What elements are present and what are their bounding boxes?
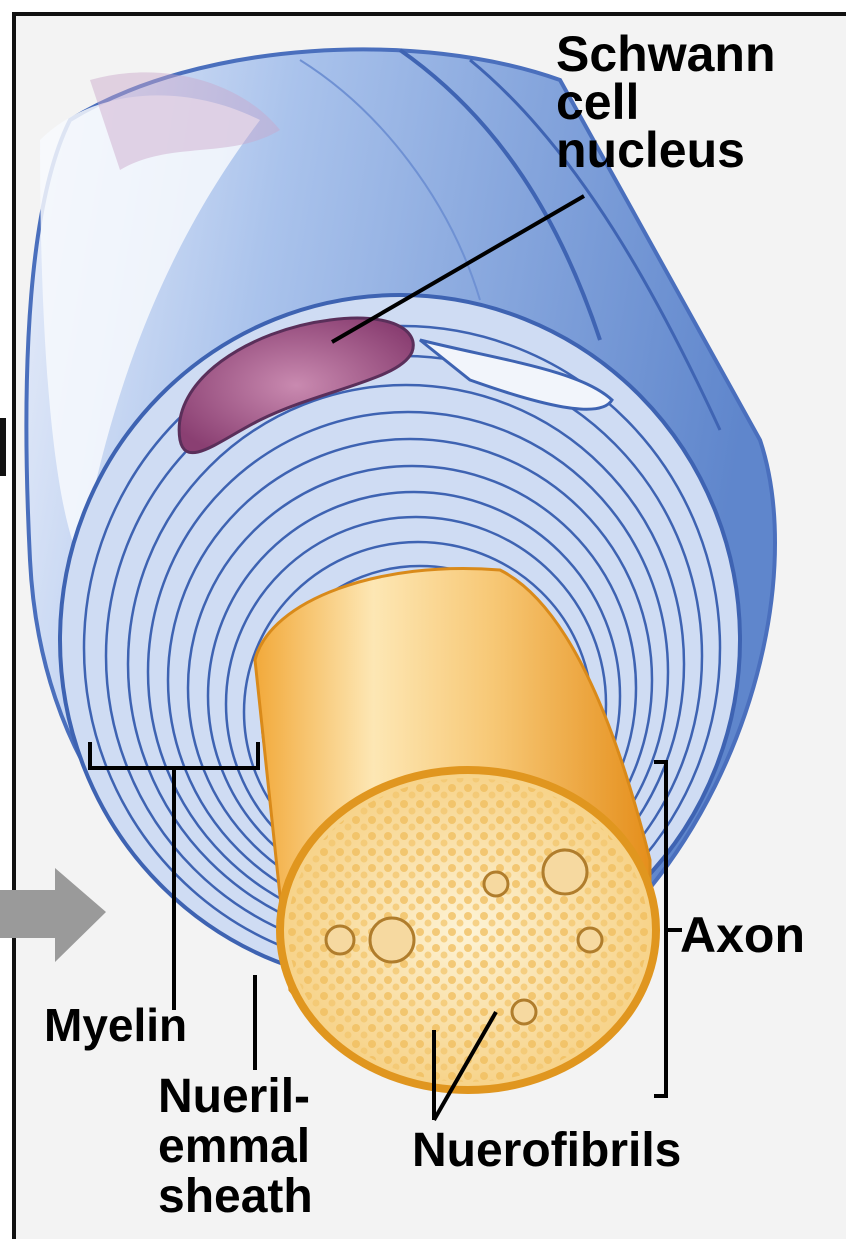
label-schwann-cell-nucleus: Schwann cell nucleus bbox=[556, 30, 775, 174]
label-line: sheath bbox=[158, 1172, 313, 1222]
label-myelin: Myelin bbox=[44, 1004, 187, 1046]
label-line: emmal bbox=[158, 1122, 313, 1172]
label-line: Nueril- bbox=[158, 1072, 313, 1122]
label-neurilemmal-sheath: Nueril- emmal sheath bbox=[158, 1072, 313, 1222]
label-axon: Axon bbox=[680, 914, 805, 956]
label-neurofibrils: Nuerofibrils bbox=[412, 1130, 681, 1172]
label-line: Schwann bbox=[556, 30, 775, 78]
direction-arrow bbox=[0, 868, 106, 962]
label-line: cell bbox=[556, 78, 775, 126]
label-line: nucleus bbox=[556, 126, 775, 174]
